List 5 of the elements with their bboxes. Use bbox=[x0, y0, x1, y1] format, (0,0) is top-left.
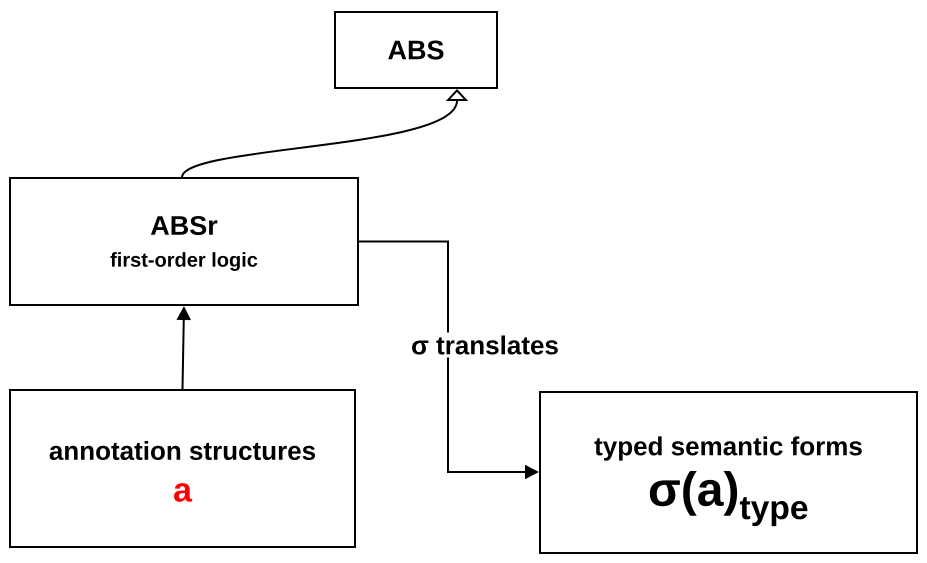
class-box: ABS bbox=[334, 11, 498, 89]
edge-label: σ translates bbox=[408, 332, 562, 358]
process-box: typed semantic forms σ(a)$_{type}$ bbox=[539, 391, 918, 554]
process-box: annotation structures a bbox=[9, 389, 356, 548]
class-box: ABSr first-order logic bbox=[9, 177, 359, 306]
